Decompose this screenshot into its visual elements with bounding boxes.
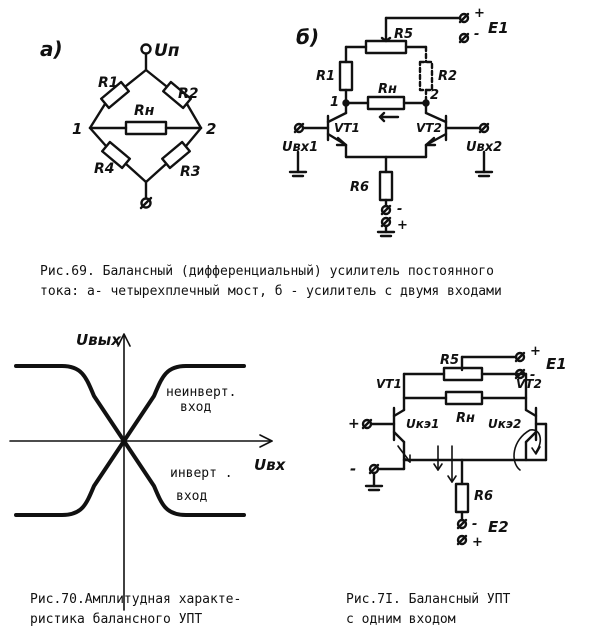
fig70-caption-line1: Рис.70.Амплитудная характе- xyxy=(30,592,242,607)
e1-71-minus: - xyxy=(530,368,535,383)
resistor-rn xyxy=(88,120,203,136)
e2-label: E2 xyxy=(488,518,509,536)
uvx1-label: Uвх1 xyxy=(282,140,318,155)
single-input-amplifier xyxy=(361,351,548,546)
fig71-caption-line1: Рис.7I. Балансный УПТ xyxy=(346,592,511,607)
r2b-label: R2 xyxy=(438,69,457,84)
fig70-caption-line2: ристика балансного УПТ xyxy=(30,612,203,627)
e2-plus: + xyxy=(472,535,483,550)
part-a-label: а) xyxy=(40,37,63,61)
r5-71-label: R5 xyxy=(440,353,459,368)
uke2-label: Uкэ2 xyxy=(488,417,521,431)
transfer-characteristic xyxy=(9,333,273,611)
node1b-label: 1 xyxy=(330,95,339,110)
resistor-r5 xyxy=(344,36,428,55)
r6-label: R6 xyxy=(350,180,369,195)
inverting-curve xyxy=(14,364,246,517)
ground-minus: - xyxy=(350,460,356,478)
uvx2-label: Uвх2 xyxy=(466,140,502,155)
r1b-label: R1 xyxy=(316,69,335,84)
e1-plus: + xyxy=(474,6,485,21)
r6-71-label: R6 xyxy=(474,489,493,504)
r3-label: R3 xyxy=(180,164,201,180)
inv-label-1: инверт . xyxy=(170,466,233,481)
transistor-vt2 xyxy=(424,101,494,178)
e2-minus: - xyxy=(472,517,477,532)
bottom-minus: - xyxy=(397,202,402,217)
fig69-caption-line1: Рис.69. Балансный (дифференциальный) уси… xyxy=(40,264,494,279)
e1-minus: - xyxy=(474,27,479,42)
node2b-label: 2 xyxy=(430,88,439,103)
x-axis-label: Uвх xyxy=(254,456,287,474)
r4-label: R4 xyxy=(94,161,115,177)
part-b-label: б) xyxy=(296,25,319,49)
input-plus: + xyxy=(348,416,360,432)
diff-amplifier-circuit xyxy=(288,12,494,238)
resistor-r6 xyxy=(344,143,428,238)
noninv-label-2: вход xyxy=(180,400,211,415)
node1-label: 1 xyxy=(72,120,82,138)
bridge-circuit xyxy=(88,43,203,210)
vt2-label: VT2 xyxy=(416,121,442,135)
vt1-label: VT1 xyxy=(334,121,360,135)
r5-label: R5 xyxy=(394,27,413,42)
noninv-label-1: неинверт. xyxy=(166,385,236,400)
resistor-r1 xyxy=(88,68,148,130)
terminal-up xyxy=(140,43,152,55)
y-axis-label: Uвых xyxy=(76,331,122,349)
resistor-r4 xyxy=(88,126,148,184)
up-label: Uп xyxy=(154,41,180,61)
node2-label: 2 xyxy=(206,120,216,138)
resistor-r1b xyxy=(338,45,354,105)
fig69-caption-line2: тока: а- четырехплечный мост, б - усилит… xyxy=(40,284,502,299)
inv-label-2: вход xyxy=(176,489,207,504)
resistor-rn-b xyxy=(342,95,430,123)
rn-b-label: Rн xyxy=(378,82,397,97)
e1-label: E1 xyxy=(488,19,509,37)
rn-label: Rн xyxy=(134,103,155,119)
bottom-plus: + xyxy=(397,218,408,233)
r1-label: R1 xyxy=(98,75,119,91)
r2-label: R2 xyxy=(178,86,199,102)
resistor-r3 xyxy=(144,126,203,184)
e1-71-plus: + xyxy=(530,344,541,359)
resistor-r2 xyxy=(144,68,203,130)
vt2-71-label: VT2 xyxy=(516,377,542,391)
vt1-71-label: VT1 xyxy=(376,377,402,391)
fig71-caption-line2: с одним входом xyxy=(346,612,456,627)
terminal-bottom xyxy=(140,197,152,209)
uke1-label: Uкэ1 xyxy=(406,417,439,431)
e1-71-label: E1 xyxy=(546,355,567,373)
rn-71-label: Rн xyxy=(456,411,475,426)
